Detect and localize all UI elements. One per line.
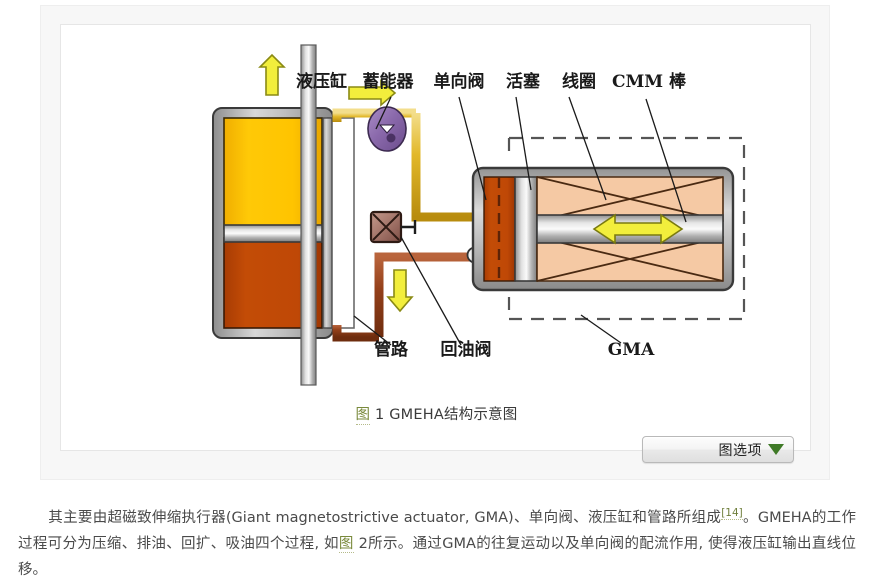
gma-dashed-boundary xyxy=(509,136,746,321)
return-oil-valve xyxy=(369,210,417,244)
gma-piston xyxy=(514,176,538,282)
label-return-oil-valve: 回油阀 xyxy=(441,339,492,360)
label-piston: 活塞 xyxy=(506,71,541,92)
caption-figure-link[interactable]: 图 xyxy=(355,407,371,425)
arrow-oil-out-right xyxy=(348,79,397,107)
label-check-valve: 单向阀 xyxy=(434,71,485,92)
gma-oil-chamber xyxy=(483,176,516,282)
label-gma: GMA xyxy=(608,340,655,360)
cmm-rod-motion-arrow xyxy=(592,213,684,245)
return-valve-handle xyxy=(401,220,417,234)
figure-options-button[interactable]: 图选项 xyxy=(642,436,794,463)
label-pipeline: 管路 xyxy=(374,339,409,360)
label-hydraulic-cylinder: 液压缸 xyxy=(296,71,347,92)
flow-arrows xyxy=(258,53,414,313)
paragraph-part-1: 其主要由超磁致伸缩执行器(Giant magnetostrictive actu… xyxy=(48,509,722,526)
inline-figure-link[interactable]: 图 xyxy=(338,535,354,553)
figure-options-label: 图选项 xyxy=(718,442,762,459)
return-valve-cross xyxy=(372,213,400,241)
arrow-cylinder-up xyxy=(258,53,286,96)
gmeha-schematic-diagram: 液压缸 蓄能器 单向阀 活塞 线圈 CMM 棒 管路 回油阀 GMA xyxy=(212,44,746,386)
paragraph-part-2: 。GMEHA的工作过程可分为压缩、排油、回扩、吸油四个过程, 如 xyxy=(18,509,856,552)
cylinder-inner-wall xyxy=(322,117,333,329)
chevron-down-icon xyxy=(768,444,784,455)
leader-gma xyxy=(580,314,622,344)
leader-cmm-rod xyxy=(645,98,687,223)
label-coil: 线圈 xyxy=(562,71,596,92)
label-accumulator: 蓄能器 xyxy=(363,71,415,92)
piston-disc xyxy=(223,224,323,243)
figure-caption: 图 1 GMEHA结构示意图 xyxy=(61,403,812,425)
leader-lines xyxy=(353,96,687,346)
leader-coil xyxy=(568,96,607,201)
accumulator-gas-dot xyxy=(386,133,396,143)
arrow-oil-return-down xyxy=(386,269,414,313)
caption-text: 1 GMEHA结构示意图 xyxy=(370,407,518,423)
accumulator xyxy=(367,106,407,152)
leader-piston xyxy=(515,96,532,191)
leader-return-valve xyxy=(400,236,462,346)
hydraulic-cylinder-assembly xyxy=(212,44,355,386)
figure-container: 液压缸 蓄能器 单向阀 活塞 线圈 CMM 棒 管路 回油阀 GMA 图 1 G… xyxy=(40,5,830,480)
label-cmm-rod: CMM 棒 xyxy=(612,71,687,92)
leader-pipeline xyxy=(353,315,392,346)
piston-rod xyxy=(300,44,317,386)
pipe-right-yellow xyxy=(411,113,481,222)
body-paragraph: 其主要由超磁致伸缩执行器(Giant magnetostrictive actu… xyxy=(18,500,856,583)
leader-accumulator xyxy=(375,96,392,130)
figure-inner-panel: 液压缸 蓄能器 单向阀 活塞 线圈 CMM 棒 管路 回油阀 GMA 图 1 G… xyxy=(60,24,812,463)
gma-actuator-assembly xyxy=(471,166,735,292)
pipe-bottom-brown xyxy=(332,325,379,342)
accumulator-symbol xyxy=(378,124,396,134)
pipeline-network xyxy=(332,108,481,342)
citation-reference-14[interactable]: [14] xyxy=(721,507,743,520)
leader-check-valve xyxy=(458,96,487,201)
